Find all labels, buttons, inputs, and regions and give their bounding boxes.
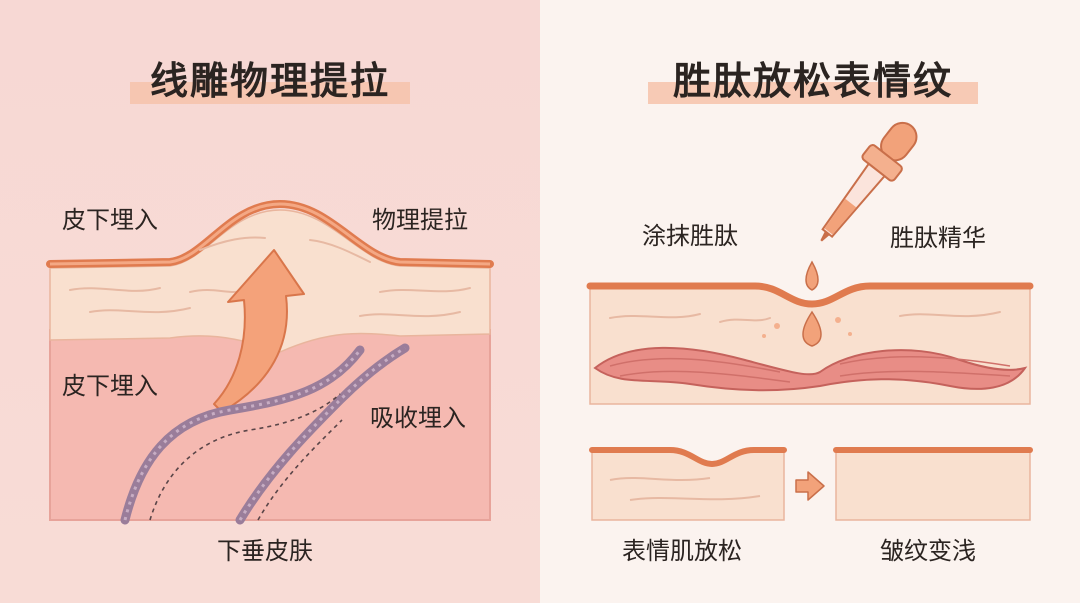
change-arrow-icon [795, 471, 825, 501]
peptide-diagram [586, 121, 1034, 521]
label-sagging-skin: 下垂皮肤 [217, 537, 313, 565]
title-highlight [648, 82, 978, 104]
dermis-texture [69, 236, 471, 318]
title-highlight [130, 82, 410, 104]
peptide-panel: 胜肽放松表情纹 [540, 0, 1080, 603]
thread-lift-panel: 线雕物理提拉 皮下埋入 物理提拉 皮下埋入 吸收埋入 [0, 0, 540, 603]
peptide-drop [805, 260, 819, 291]
label-physical-lift: 物理提拉 [372, 206, 468, 234]
peptide-title-wrap: 胜肽放松表情纹 [648, 56, 978, 106]
peptide-title: 胜肽放松表情纹 [672, 59, 953, 103]
label-muscle-relax: 表情肌放松 [622, 537, 742, 565]
label-wrinkle-lighter: 皱纹变浅 [880, 537, 976, 565]
dropper-icon [820, 121, 918, 242]
label-absorb-embed: 吸收埋入 [370, 404, 466, 432]
skin-after [835, 451, 1031, 521]
skin-texture [609, 311, 1001, 323]
absorb-path-1 [149, 393, 341, 521]
thread-lift-title-wrap: 线雕物理提拉 [130, 56, 410, 106]
label-subdermal-mid: 皮下埋入 [62, 372, 158, 400]
skin-before [591, 451, 785, 521]
label-peptide-serum: 胜肽精华 [890, 224, 986, 252]
label-apply-peptide: 涂抹胜肽 [642, 222, 738, 250]
thread-lift-title: 线雕物理提拉 [149, 59, 390, 103]
thread-lift-diagram [46, 199, 494, 525]
skin-surface [586, 282, 1034, 308]
absorbed-drop [802, 310, 822, 347]
thread-right [235, 343, 410, 525]
lift-arrow [213, 249, 305, 413]
facial-muscle [593, 346, 1028, 392]
label-subdermal-top: 皮下埋入 [62, 206, 158, 234]
